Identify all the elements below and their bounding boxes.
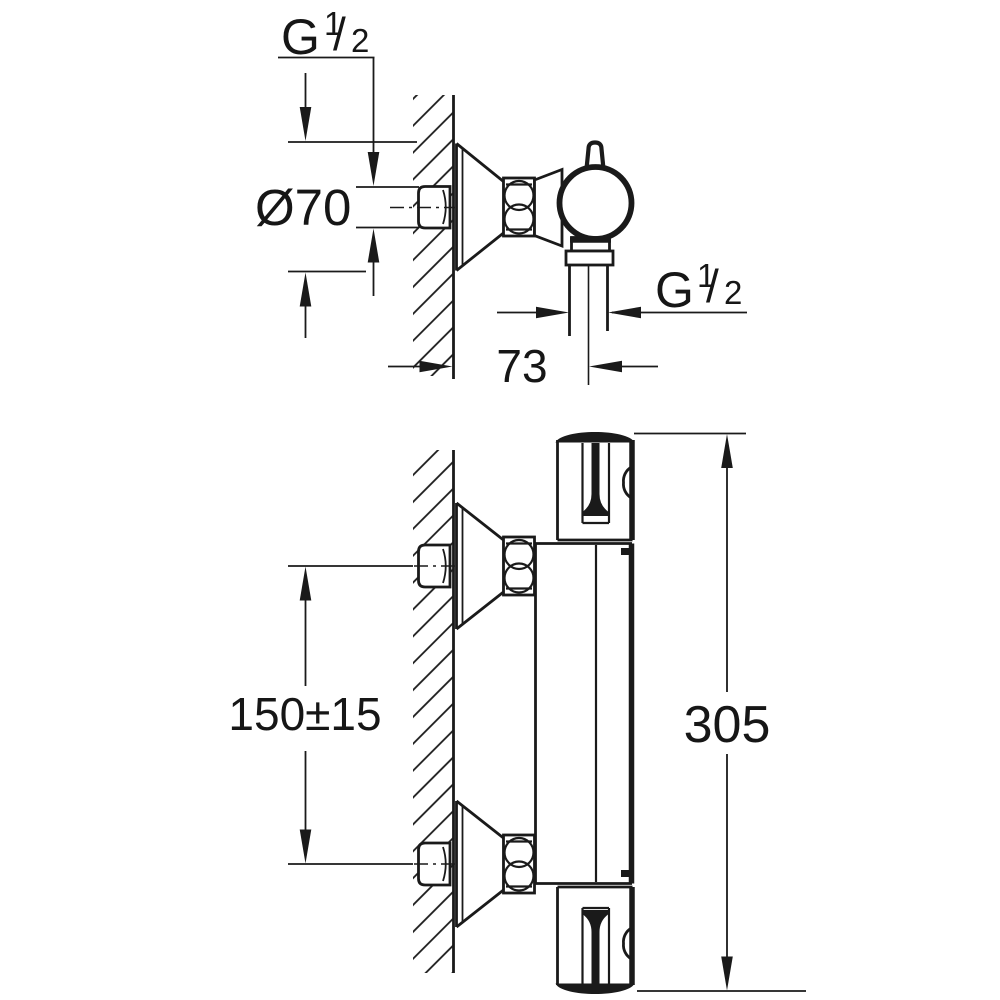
outlet-thread-label-numerator: 1 [697,257,715,294]
dim-inlet-spacing: 150±15 [228,565,413,865]
front-view: 150±15 305 [228,432,806,994]
inlet-spacing-label: 150±15 [228,688,381,740]
dim-inlet-thread: G 1 / 2 [278,5,419,296]
wall-to-outlet-label: 73 [496,340,547,392]
handle-knob-top-view [556,164,635,242]
inlet-thread-label-slash: / [333,8,346,60]
outlet-thread-label-denominator: 2 [724,274,742,311]
union-nut [502,176,536,238]
top-view: G 1 / 2 Ø70 G 1 / 2 [255,5,747,392]
valve-body-top-view [533,167,564,249]
lower-index-mark [621,870,631,877]
thermostat-handle [555,432,635,555]
valve-body [534,542,635,885]
dim-escutcheon-diameter: Ø70 [255,73,417,338]
handle-bottom-cap [555,983,635,994]
dim-overall-height: 305 [634,432,806,992]
lower-grip-groove [582,910,609,985]
in-wall-fitting [417,185,452,230]
escutcheon [455,142,505,272]
overall-height-label: 305 [684,696,771,754]
wall-hatch-top-view [413,95,453,376]
handle-top-cap [555,432,635,443]
outlet-connection [564,236,615,385]
temperature-lever [584,140,606,172]
inlet-thread-label-base: G [281,9,320,65]
handle-grip-groove [582,443,609,516]
inlet-thread-label-denominator: 2 [351,22,369,59]
dim-wall-to-outlet: 73 [388,340,658,392]
dim-outlet-thread: G 1 / 2 [497,257,747,319]
safety-stop-button [622,465,633,500]
outlet-thread-label-base: G [655,262,694,318]
outlet-thread-label-slash: / [706,260,719,312]
lower-inlet-union [417,799,536,929]
lower-side-button [622,926,633,961]
wall-hatch-front-view [413,450,453,973]
inlet-thread-label-numerator: 1 [324,5,342,42]
volume-handle [555,870,635,994]
escutcheon-diameter-label: Ø70 [255,179,351,236]
upper-index-mark [621,548,631,555]
